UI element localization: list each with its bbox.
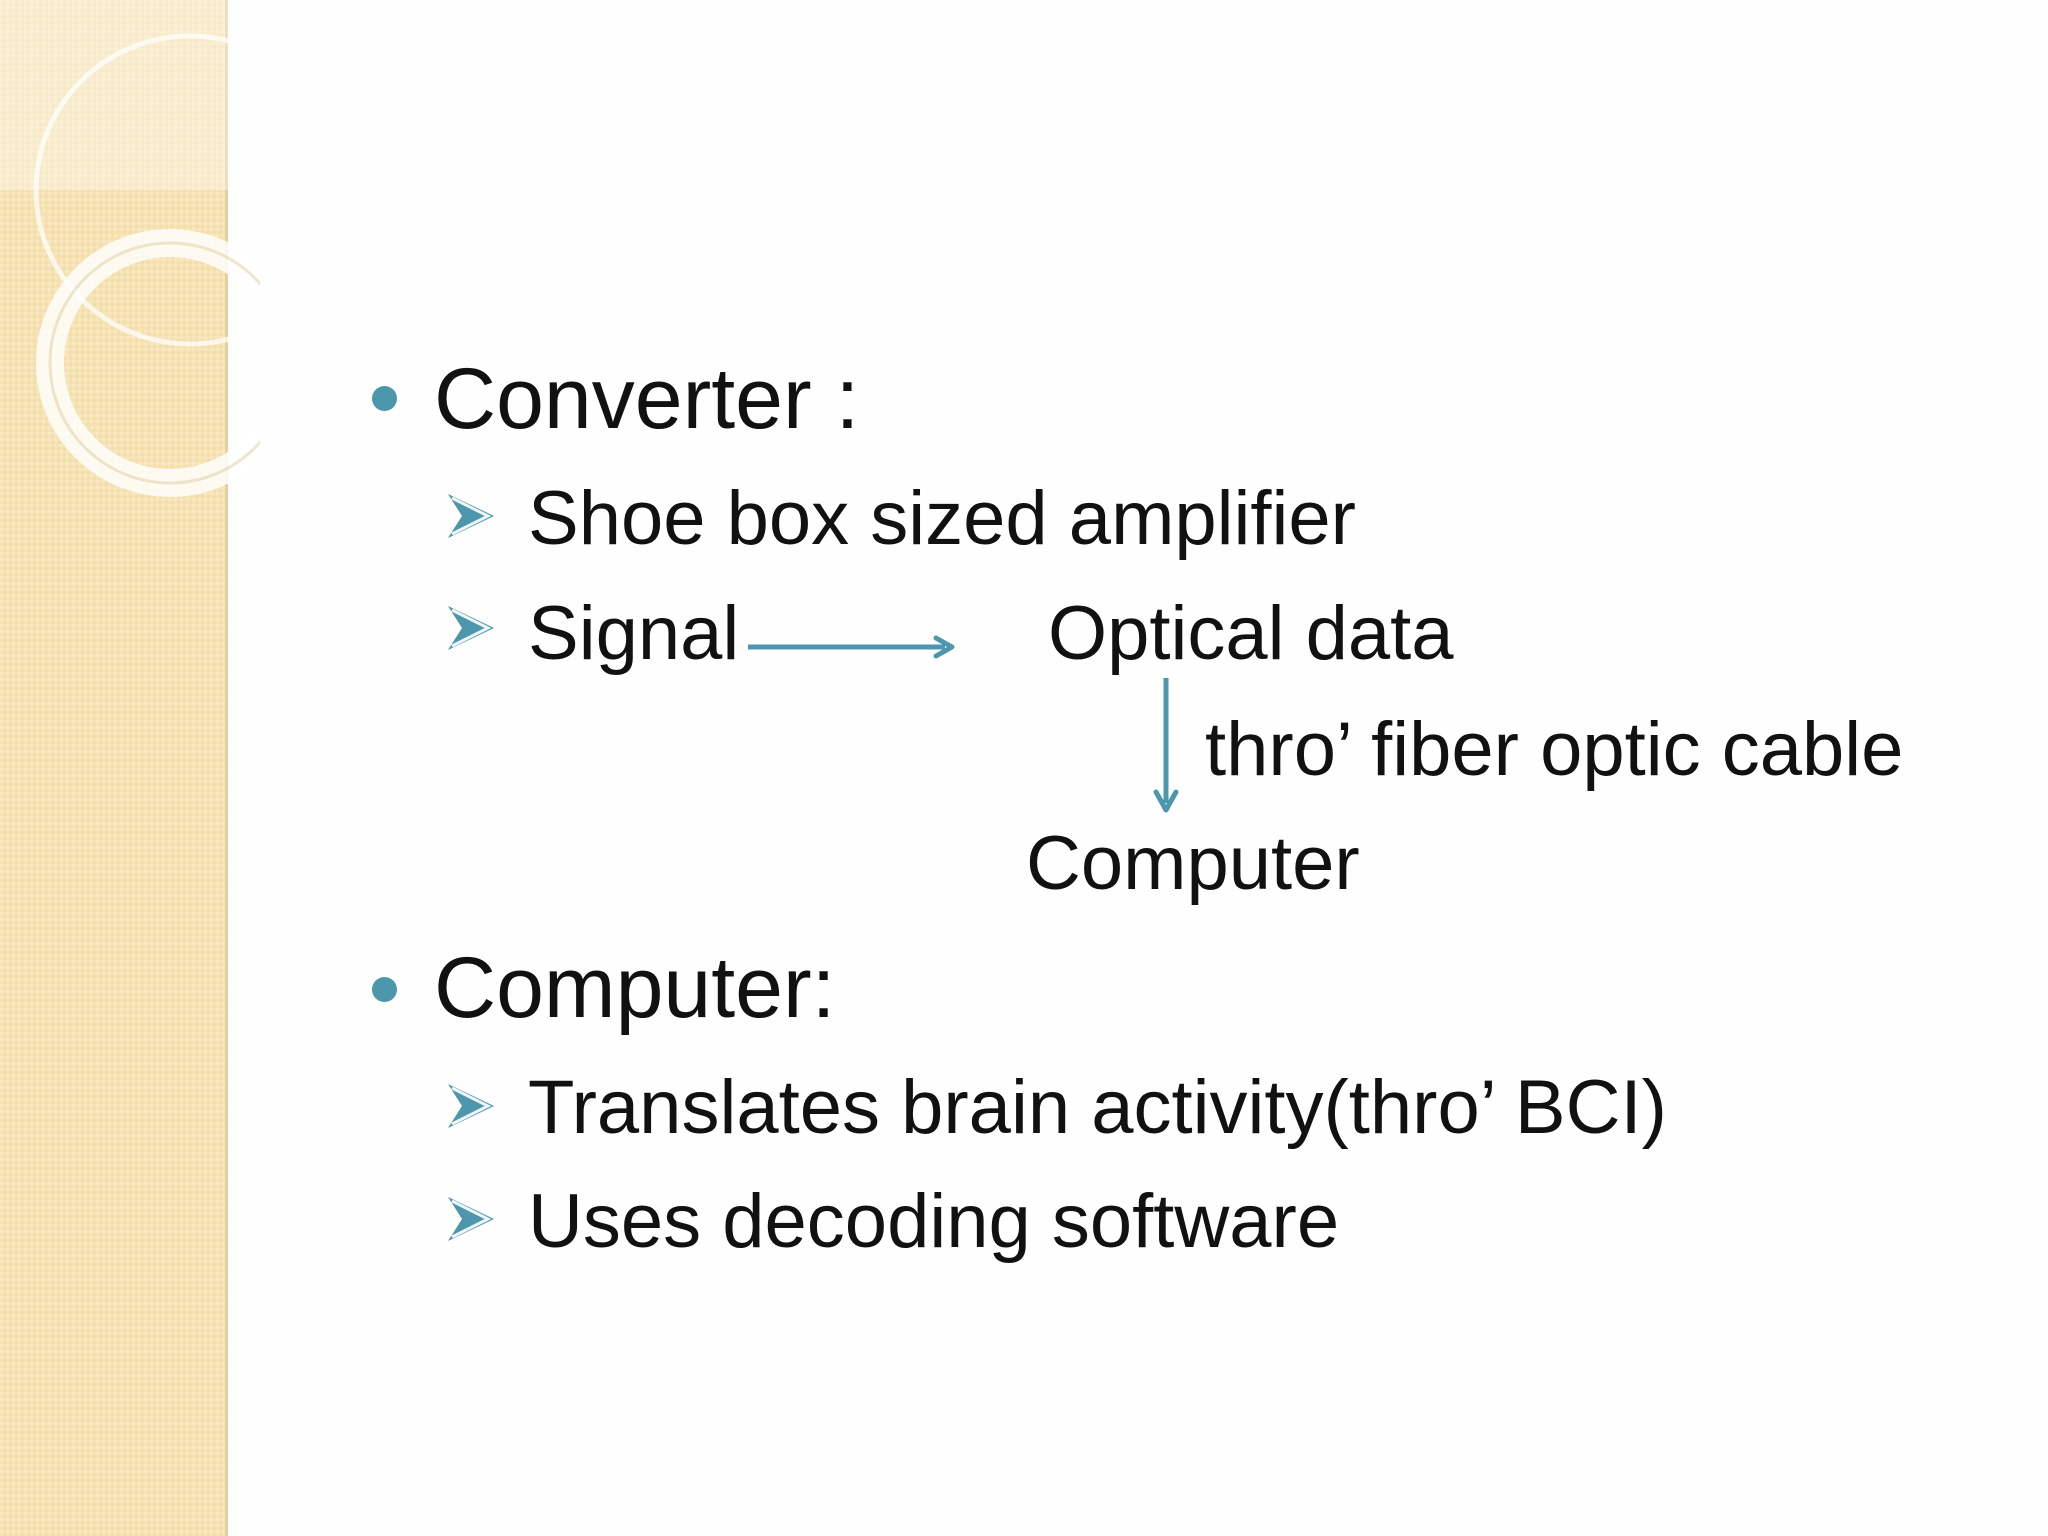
round-bullet-icon — [372, 386, 397, 411]
computer-item: Translates brain activity(thro’ BCI) — [528, 1065, 1667, 1150]
optical-data-label: Optical data — [1048, 591, 1454, 676]
fiber-optic-cable-label: thro’ fiber optic cable — [1205, 707, 1904, 792]
arrowhead-bullet-icon — [448, 606, 494, 650]
signal-to-optical-arrow — [748, 635, 955, 659]
decorative-rings — [33, 33, 260, 497]
computer-item: Uses decoding software — [528, 1179, 1340, 1264]
converter-heading: Converter : — [434, 351, 860, 447]
converter-item: Signal — [528, 591, 740, 676]
arrowhead-bullet-icon — [448, 494, 494, 538]
computer-destination-label: Computer — [1026, 821, 1360, 906]
converter-item: Shoe box sized amplifier — [528, 476, 1356, 561]
round-bullet-icon — [372, 977, 397, 1002]
optical-to-computer-arrow — [1153, 678, 1179, 813]
arrowhead-bullet-icon — [448, 1197, 494, 1241]
arrowhead-bullet-icon — [448, 1084, 494, 1128]
computer-heading: Computer: — [434, 940, 836, 1036]
